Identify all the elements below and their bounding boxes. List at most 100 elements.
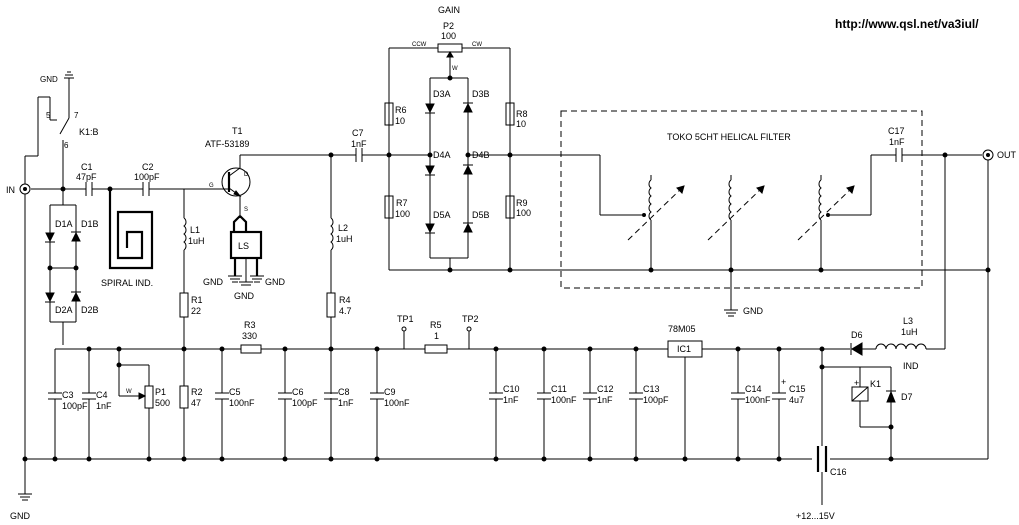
c8-label: C8 xyxy=(338,387,350,397)
l3-value: 1uH xyxy=(901,327,918,337)
out-label: OUT xyxy=(997,150,1017,160)
d6-label: D6 xyxy=(851,330,863,340)
c11-value: 100nF xyxy=(551,395,577,405)
ls-gnd-left: GND xyxy=(203,277,224,287)
tp2-label: TP2 xyxy=(462,314,479,324)
r8-value: 10 xyxy=(516,119,526,129)
c12-label: C12 xyxy=(597,384,614,394)
c17-label: C17 xyxy=(888,126,905,136)
spiral-inductor: SPIRAL IND. xyxy=(101,186,153,288)
capacitor-c7: C7 1nF xyxy=(351,128,367,162)
relay-pin6: 6 xyxy=(64,141,69,150)
c15-polarity: + xyxy=(781,377,786,387)
c13-value: 100pF xyxy=(643,395,669,405)
r5-label: R5 xyxy=(430,320,442,330)
c7-value: 1nF xyxy=(351,139,367,149)
ls-gnd-bottom: GND xyxy=(234,291,255,301)
r4-value: 4.7 xyxy=(339,306,352,316)
capacitor-c2: C2 100pF xyxy=(134,162,160,196)
c3-value: 100pF xyxy=(62,401,88,411)
output-connector: OUT xyxy=(982,149,1017,459)
r7-value: 100 xyxy=(395,209,410,219)
in-label: IN xyxy=(6,185,15,195)
c8-value: 1nF xyxy=(338,398,354,408)
d5b-label: D5B xyxy=(472,210,490,220)
p2-value: 100 xyxy=(441,31,456,41)
l2-value: 1uH xyxy=(336,234,353,244)
c4-label: C4 xyxy=(96,390,108,400)
p1-label: P1 xyxy=(155,387,166,397)
relay-pin5: 5 xyxy=(46,111,51,120)
filter-gnd-label: GND xyxy=(743,306,764,316)
r5-value: 1 xyxy=(434,331,439,341)
relay-pin7: 7 xyxy=(74,111,79,120)
k1-label: K1 xyxy=(870,379,881,389)
c10-label: C10 xyxy=(503,384,520,394)
trimmer-p1: W P1 500 xyxy=(116,349,170,459)
p1-wiper: W xyxy=(126,389,132,395)
ls-label: LS xyxy=(238,241,249,251)
gnd-relay-label: GND xyxy=(40,75,58,84)
l1-value: 1uH xyxy=(188,236,205,246)
helical-filter: TOKO 5CHT HELICAL FILTER C17 1nF xyxy=(389,110,991,317)
input-connector: IN GND xyxy=(6,183,32,521)
ind-label: IND xyxy=(903,361,919,371)
decoupling-capacitors: C3100pFC41nFC5100nFC6100pFC9100nFC81nFC1… xyxy=(48,349,806,459)
r2-value: 47 xyxy=(191,398,201,408)
p1-value: 500 xyxy=(155,398,170,408)
spiral-label: SPIRAL IND. xyxy=(101,278,153,288)
drain-pin: D xyxy=(244,172,249,178)
capacitor-c16: C16 +12...15V xyxy=(796,446,847,521)
source-degeneration-ls: LS GND GND GND xyxy=(203,196,286,301)
c7-label: C7 xyxy=(352,128,364,138)
gnd-bottom-label: GND xyxy=(10,511,31,521)
c4-value: 1nF xyxy=(96,401,112,411)
c2-label: C2 xyxy=(142,162,154,172)
l2-label: L2 xyxy=(338,223,348,233)
c12-value: 1nF xyxy=(597,395,613,405)
inductor-l2: L2 1uH xyxy=(328,152,353,251)
c15-label: C15 xyxy=(789,384,806,394)
c1-value: 47pF xyxy=(76,172,97,182)
c5-value: 100nF xyxy=(229,398,255,408)
ls-gnd-right: GND xyxy=(265,277,286,287)
c14-value: 100nF xyxy=(745,395,771,405)
l1-label: L1 xyxy=(190,225,200,235)
tp1-label: TP1 xyxy=(397,314,414,324)
c6-value: 100pF xyxy=(292,398,318,408)
c11-label: C11 xyxy=(551,384,567,394)
relay-k1-coil: + K1 D7 xyxy=(819,349,913,459)
protection-diodes: D1A D1B D2A D2B xyxy=(45,189,99,345)
d2a-label: D2A xyxy=(55,305,73,315)
p2-label: P2 xyxy=(443,21,454,31)
r9-value: 100 xyxy=(516,208,531,218)
c6-label: C6 xyxy=(292,387,304,397)
r2-label: R2 xyxy=(191,387,203,397)
d1a-label: D1A xyxy=(55,219,73,229)
c5-label: C5 xyxy=(229,387,241,397)
l3-label: L3 xyxy=(903,316,913,326)
ccw-label: CCW xyxy=(412,42,427,48)
ic1-part: 78M05 xyxy=(668,324,696,334)
website-url: http://www.qsl.net/va3iul/ xyxy=(835,17,979,31)
c2-value: 100pF xyxy=(134,172,160,182)
d4b-label: D4B xyxy=(472,150,490,160)
supply-label: +12...15V xyxy=(796,511,835,521)
r1-label: R1 xyxy=(191,295,203,305)
d5a-label: D5A xyxy=(433,210,451,220)
d7-label: D7 xyxy=(901,392,913,402)
d2b-label: D2B xyxy=(81,305,99,315)
d4a-label: D4A xyxy=(433,150,451,160)
r6-value: 10 xyxy=(395,116,405,126)
k1-plus: + xyxy=(854,378,859,388)
r9-label: R9 xyxy=(516,198,528,208)
